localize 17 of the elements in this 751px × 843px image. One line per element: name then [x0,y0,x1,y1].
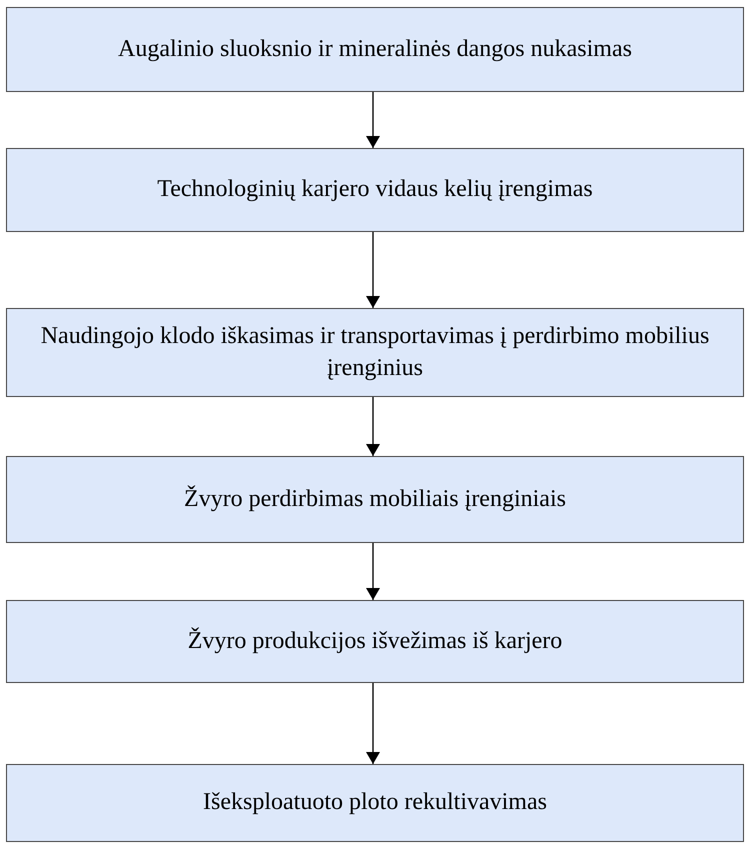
step-text: Išeksploatuoto ploto rekultivavimas [203,788,547,818]
arrow [366,397,380,456]
step-text: Augalinio sluoksnio ir mineralinės dangos nukasimas [118,34,632,64]
process-box [6,600,744,683]
process-box [6,456,744,543]
step-text: Naudingojo klodo iškasimas ir transportavimas į perdirbimo mobilius įrenginius [40,322,710,382]
process-box [6,308,744,397]
step-text: Technologinių karjero vidaus kelių įrengimas [157,175,593,204]
process-box [6,7,744,92]
process-box [6,148,744,232]
step-text: Žvyro produkcijos išvežimas iš karjero [188,626,562,656]
arrow [366,543,380,600]
arrow [366,92,380,148]
arrow [366,683,380,764]
process-box [6,764,744,842]
arrow [366,232,380,308]
step-text: Žvyro perdirbimas mobiliais įrenginiais [184,484,566,514]
